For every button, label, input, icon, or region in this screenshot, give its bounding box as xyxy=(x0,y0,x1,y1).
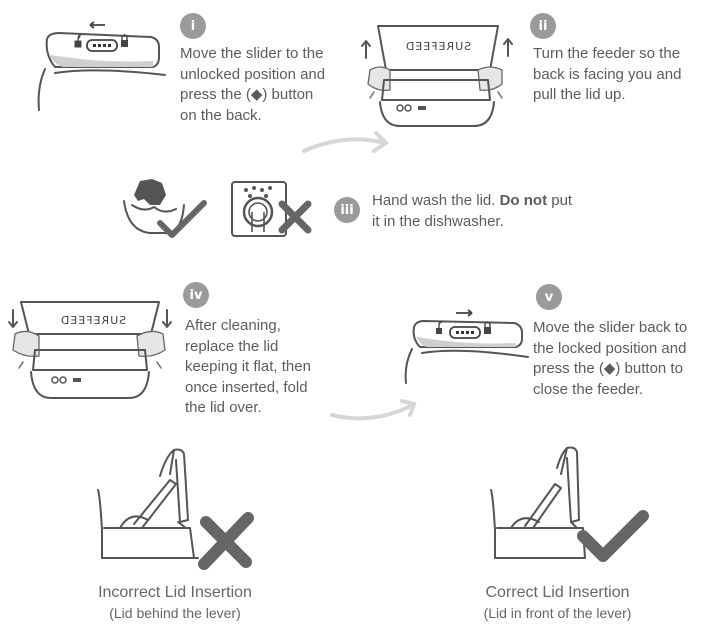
step-badge-v: v xyxy=(536,284,562,310)
brand-label-reversed: SUREFEED xyxy=(405,40,471,53)
step-text-v: Move the slider back to the locked posit… xyxy=(533,319,688,398)
hand-wash-icon xyxy=(123,179,207,238)
caption-incorrect: Incorrect Lid Insertion (Lid behind the … xyxy=(70,584,280,621)
caption-incorrect-subtitle: (Lid behind the lever) xyxy=(109,605,241,621)
caption-correct: Correct Lid Insertion (Lid in front of t… xyxy=(455,584,660,621)
slider-unlock-illustration xyxy=(37,21,166,111)
lid-pull-illustration: SUREFEED xyxy=(361,25,513,127)
caption-incorrect-title: Incorrect Lid Insertion xyxy=(98,584,252,601)
transition-arrow-1 xyxy=(302,131,390,153)
caption-correct-title: Correct Lid Insertion xyxy=(485,584,630,601)
step-text-i: Move the slider to the unlocked position… xyxy=(180,45,326,124)
step-text-iv: After cleaning, replace the lid keeping … xyxy=(185,317,311,416)
brand-label-reversed-2: SUREFEED xyxy=(60,314,126,327)
slider-lock-illustration xyxy=(404,309,529,384)
step-text-iii: Hand wash the lid. Do not put it in the … xyxy=(372,192,573,230)
do-not-emphasis: Do not xyxy=(499,192,548,209)
lever-incorrect-illustration xyxy=(97,448,254,570)
dishwasher-icon xyxy=(231,181,312,237)
step-badge-iii: iii xyxy=(334,197,360,223)
lever-correct-illustration xyxy=(490,446,649,562)
transition-arrow-2 xyxy=(330,399,417,421)
step-text-ii: Turn the feeder so the back is facing yo… xyxy=(533,45,682,103)
step-badge-iv: iv xyxy=(183,282,209,308)
step-badge-i: i xyxy=(180,13,206,39)
lid-insert-illustration: SUREFEED xyxy=(8,301,172,399)
caption-correct-subtitle: (Lid in front of the lever) xyxy=(483,605,632,621)
step-badge-ii: ii xyxy=(530,13,556,39)
